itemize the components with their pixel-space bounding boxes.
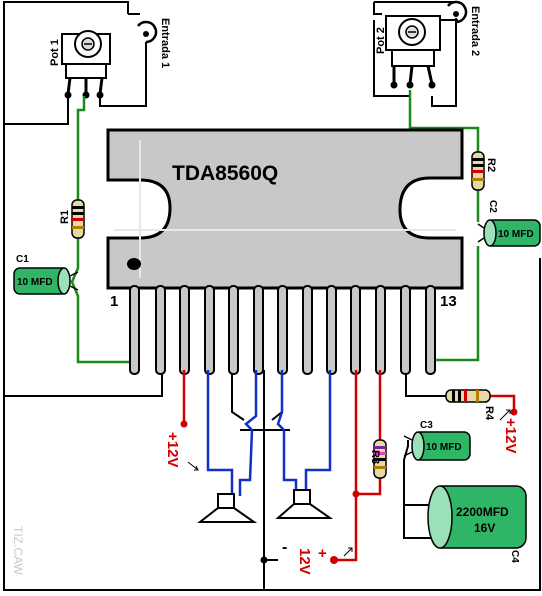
capacitor-c1 <box>13 267 79 295</box>
pot-2-label: Pot 2 <box>375 27 387 54</box>
resistor-r1 <box>71 199 85 239</box>
c2-value: 10 MFD <box>498 229 534 240</box>
r2-label: R2 <box>485 158 497 172</box>
chip-pins <box>129 285 436 375</box>
watermark: TIZ.CAW <box>11 526 25 576</box>
resistor-r2 <box>471 151 485 191</box>
speaker-2-icon <box>275 489 334 519</box>
pin-13-label: 13 <box>440 293 457 310</box>
speaker-1-icon <box>197 493 258 523</box>
chip-pin-4 <box>204 285 215 375</box>
supply-terminals <box>180 408 518 564</box>
capacitor-c3 <box>403 431 471 461</box>
ground-wires <box>3 1 541 591</box>
c4-value-line2: 16V <box>474 521 495 535</box>
ground-junction <box>260 556 268 564</box>
c1-value: 10 MFD <box>17 277 53 288</box>
r3-label: R3 <box>369 450 381 464</box>
chip-pin-8 <box>302 285 313 375</box>
supply-bottom-minus: - <box>282 539 287 556</box>
chip-pin-6 <box>253 285 264 375</box>
input-1-label: Entrada 1 <box>159 18 171 68</box>
c1-label: C1 <box>16 254 29 265</box>
supply-left-label: +12V <box>164 432 181 467</box>
chip-pin-9 <box>326 285 337 375</box>
input-jack-2 <box>447 0 468 24</box>
chip-pin-10 <box>350 285 361 375</box>
speaker-wires <box>206 370 332 496</box>
potentiometer-1 <box>61 30 111 99</box>
chip-pin-13 <box>425 285 436 375</box>
chip-pin-11 <box>375 285 386 375</box>
supply-wires <box>182 370 516 562</box>
chip-pin-1 <box>129 285 140 375</box>
pot-1-label: Pot 1 <box>49 39 61 66</box>
capacitor-c4 <box>427 485 527 549</box>
test-probe-icons <box>187 409 511 557</box>
input-2-label: Entrada 2 <box>469 6 481 56</box>
chip-pin-2 <box>155 285 166 375</box>
chip-name: TDA8560Q <box>172 162 278 185</box>
supply-bottom-plus: + <box>318 545 327 562</box>
c4-label: C4 <box>509 550 520 563</box>
chip-pin-3 <box>179 285 190 375</box>
r1-label: R1 <box>59 210 71 224</box>
input-jack-1 <box>137 20 158 44</box>
supply-bottom-voltage: 12V <box>296 548 313 575</box>
supply-right-label: +12V <box>502 418 519 453</box>
c2-label: C2 <box>487 200 498 213</box>
chip-pin-12 <box>400 285 411 375</box>
r4-label: R4 <box>483 406 495 421</box>
tda8560q-chip <box>106 128 464 290</box>
chip-pin-5 <box>228 285 239 375</box>
pin-1-label: 1 <box>110 293 118 310</box>
capacitor-c2 <box>477 219 541 247</box>
c3-label: C3 <box>420 420 433 431</box>
resistor-r4 <box>445 389 491 403</box>
chip-pin-7 <box>277 285 288 375</box>
potentiometer-2 <box>385 15 441 89</box>
resistor-r3 <box>373 439 387 479</box>
c3-value: 10 MFD <box>426 442 462 453</box>
c4-value-line1: 2200MFD <box>456 505 509 519</box>
